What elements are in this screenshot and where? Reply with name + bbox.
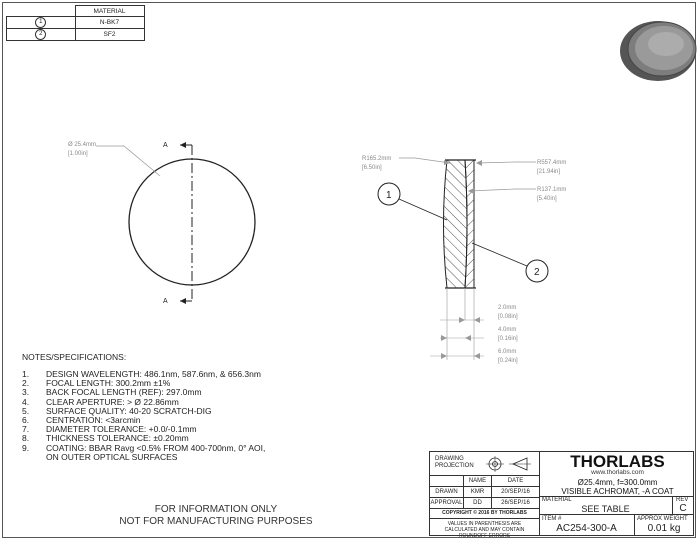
disclaimer-text: VALUES IN PARENTHESIS ARE CALCULATED AND… — [430, 519, 540, 539]
lens-section-view — [443, 159, 476, 289]
weight-label: APPROX WEIGHT — [637, 516, 688, 522]
info-line-2: NOT FOR MANUFACTURING PURPOSES — [119, 516, 313, 527]
diameter-dim-in: [1.00in] — [68, 151, 88, 157]
material-cell: SF2 — [74, 28, 145, 41]
material-label: MATERIAL — [542, 497, 572, 503]
notes-list: 1.DESIGN WAVELENGTH: 486.1nm, 587.6nm, &… — [22, 369, 266, 462]
section-label-bottom: A — [163, 298, 168, 305]
material-cell: MATERIAL SEE TABLE — [540, 496, 673, 514]
balloon-1 — [377, 182, 401, 206]
item-balloon: 1 — [35, 17, 47, 28]
drawing-canvas: A A Ø 25.4mm [1.00in] R165.2mm [6.50in] … — [68, 21, 697, 364]
weight-cell: APPROX WEIGHT 0.01 kg — [635, 514, 693, 536]
item-cell: ITEM # AC254-300-A — [540, 514, 635, 536]
section-label-top: A — [163, 142, 168, 149]
thickness2-mm: 4.0mm — [498, 327, 516, 333]
approval-date: 26/SEP/16 — [492, 498, 540, 509]
material-value: SEE TABLE — [581, 504, 630, 514]
thorlabs-logo: THORLABS — [570, 452, 665, 471]
thickness3-mm: 6.0mm — [498, 349, 516, 355]
thorlabs-url: www.thorlabs.com — [591, 469, 644, 476]
title-block: DRAWING PROJECTION NAME DATE DRAWN KMR 2… — [429, 451, 694, 539]
radius1-mm: R165.2mm — [362, 156, 391, 162]
item-balloon: 2 — [35, 29, 47, 40]
weight-value: 0.01 kg — [647, 523, 681, 534]
drawing-projection-label: DRAWING PROJECTION — [435, 456, 474, 469]
list-item: 3.BACK FOCAL LENGTH (REF): 297.0mm — [22, 387, 202, 398]
list-item: 1.DESIGN WAVELENGTH: 486.1nm, 587.6nm, &… — [22, 369, 261, 379]
copyright-text: COPYRIGHT © 2016 BY THORLABS — [430, 509, 540, 519]
date-header: DATE — [492, 476, 540, 487]
list-item: 7.DIAMETER TOLERANCE: +0.0/-0.1mm — [22, 424, 197, 435]
lens-3d-render — [620, 21, 697, 81]
item-label: ITEM # — [542, 516, 562, 522]
radius2-in: [21.94in] — [537, 169, 560, 175]
rev-cell: REV C — [673, 496, 693, 514]
table-row: 2 SF2 — [6, 28, 145, 41]
projection-cell: DRAWING PROJECTION — [430, 452, 540, 476]
thickness2-in: [0.16in] — [498, 336, 518, 342]
notes-title: NOTES/SPECIFICATIONS: — [22, 352, 127, 362]
list-item: 9.COATING: BBAR Ravg <0.5% FROM 400-700n… — [22, 442, 266, 453]
radius3-mm: R137.1mm — [537, 187, 566, 193]
drawn-label: DRAWN — [430, 487, 464, 498]
drawn-name: KMR — [464, 487, 492, 498]
material-table: MATERIAL 1 N-BK7 2 SF2 — [6, 5, 145, 41]
list-item: 4.CLEAR APERTURE: > Ø 22.86mm — [22, 396, 179, 407]
radius3-in: [5.40in] — [537, 196, 557, 202]
rev-label: REV — [676, 497, 689, 503]
thickness1-in: [0.08in] — [498, 314, 518, 320]
name-header: NAME — [464, 476, 492, 487]
radius2-mm: R557.4mm — [537, 160, 566, 166]
balloon-2 — [525, 259, 549, 283]
drawn-date: 20/SEP/16 — [492, 487, 540, 498]
svg-text:2: 2 — [534, 267, 540, 278]
info-line-1: FOR INFORMATION ONLY — [154, 504, 278, 515]
item-value: AC254-300-A — [556, 523, 617, 534]
list-item: 2.FOCAL LENGTH: 300.2mm ±1% — [22, 378, 171, 389]
rev-value: C — [679, 503, 687, 514]
list-item: 5.SURFACE QUALITY: 40-20 SCRATCH-DIG — [22, 405, 212, 416]
info-disclaimer: FOR INFORMATION ONLY NOT FOR MANUFACTURI… — [100, 504, 332, 528]
thickness1-mm: 2.0mm — [498, 305, 516, 311]
approval-name: DD — [464, 498, 492, 509]
list-item: 8.THICKNESS TOLERANCE: ±0.20mm — [22, 433, 189, 444]
list-item: 6.CENTRATION: <3arcmin — [22, 415, 141, 426]
diameter-dim-mm: Ø 25.4mm — [68, 142, 96, 148]
thickness3-in: [0.24in] — [498, 358, 518, 364]
projection-symbol-icon — [486, 456, 531, 472]
list-item: ON OUTER OPTICAL SURFACES — [46, 451, 178, 462]
radius1-in: [6.50in] — [362, 165, 382, 171]
part-description-1: Ø25.4mm, f=300.0mm — [577, 478, 658, 487]
part-description-2: VISIBLE ACHROMAT, -A COAT — [561, 487, 674, 496]
svg-text:1: 1 — [386, 190, 392, 201]
approval-label: APPROVAL — [430, 498, 464, 509]
